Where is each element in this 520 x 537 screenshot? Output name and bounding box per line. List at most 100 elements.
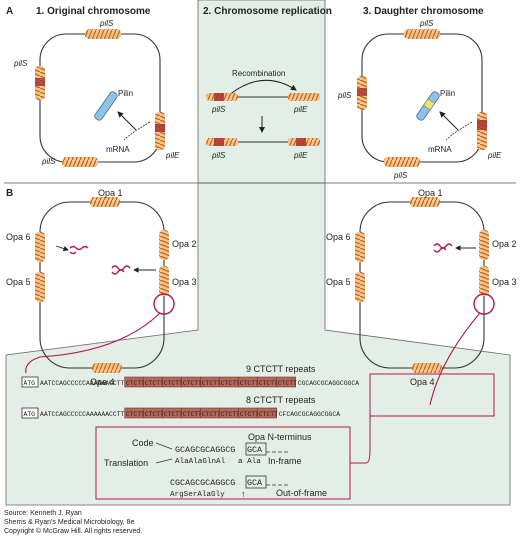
credit-copyright: Copyright © McGraw Hill. All rights rese… [4, 528, 143, 535]
pile-segment-before [288, 93, 320, 101]
label-opa4: Opa 4 [90, 377, 115, 387]
opa4-gene-2 [412, 363, 442, 373]
ctctt-repeat [257, 407, 278, 419]
panel-b-letter: B [6, 188, 13, 199]
atg-codon: ATG [24, 411, 36, 418]
label-pilin: Pilin [118, 89, 133, 98]
opa1-gene-2 [410, 197, 440, 207]
panel-a-letter: A [6, 6, 13, 17]
ctctt-repeat-label: CTCTT [202, 411, 221, 418]
label-opa2-2: Opa 2 [492, 239, 517, 249]
pils-gene-top [85, 29, 121, 39]
zoom-connector-left [25, 312, 161, 374]
ctctt-repeat-label: CTCTT [221, 411, 240, 418]
opa-chromosome-right: Opa 1 Opa 6 Opa 5 Opa 2 Opa 3 Opa 4 [326, 188, 517, 387]
label-opa6-2: Opa 6 [326, 232, 351, 242]
ctctt-repeat-label: CTCTT [183, 411, 202, 418]
label-opa5-2: Opa 5 [326, 277, 351, 287]
label-opa4-2: Opa 4 [410, 377, 435, 387]
outframe-code: CGCAGCGCAGGCG [170, 478, 235, 488]
label-8-repeats: 8 CTCTT repeats [246, 395, 316, 405]
zoom-circle-right [473, 293, 495, 315]
ctctt-repeat-label: CTCTT [145, 380, 164, 387]
inframe-code-box: GCA [247, 445, 263, 455]
ctctt-repeat-label: CTCTT [126, 380, 145, 387]
inframe-code: GCAGCGCAGGCG [175, 445, 235, 455]
label-pile: pilE [165, 151, 180, 160]
pilin-rod [94, 91, 118, 121]
label-pils-top-2: pilS [419, 19, 434, 28]
label-opa1-2: Opa 1 [418, 188, 443, 198]
credit-book: Sherris & Ryan's Medical Microbiology, 8… [4, 519, 135, 526]
ctctt-repeat-label: CTCTT [164, 380, 183, 387]
sequence-suffix: CFCAGCGCAGGCGGCA [279, 411, 341, 418]
replication-diagram: Recombination pilS pilE pilS pilE [206, 69, 320, 160]
label-opa3-2: Opa 3 [492, 277, 517, 287]
opa3-gene-2 [479, 266, 489, 296]
label-pile-2: pilE [487, 151, 502, 160]
inframe-translation: AlaAlaGlnAl [175, 458, 226, 466]
ctctt-repeat-label: CTCTT [126, 411, 145, 418]
inframe-label: In-frame [268, 456, 302, 466]
ctctt-repeat-label: CTCTT [278, 380, 297, 387]
label-pils-bottom-2: pilS [393, 171, 408, 180]
opa2-gene [159, 230, 169, 260]
title-original-chromosome: 1. Original chromosome [36, 6, 151, 17]
pile-gene-2 [477, 112, 487, 150]
zoom-panel [5, 182, 511, 506]
opa5-gene-2 [355, 272, 365, 302]
opa-protein-left-1 [69, 245, 89, 255]
atg-codon: ATG [24, 380, 36, 387]
label-opa6: Opa 6 [6, 232, 31, 242]
inframe-translation-box: a Ala [238, 458, 261, 466]
label-opa2: Opa 2 [172, 239, 197, 249]
ctctt-repeat-label: CTCTT [259, 380, 278, 387]
opa3-gene [159, 266, 169, 296]
ctctt-repeat-label: CTCTT [221, 380, 240, 387]
outframe-translation: ArgSerAlaGly [170, 491, 225, 499]
opa2-gene-2 [479, 230, 489, 260]
daughter-chromosome: pilS pilS pilS pilE Pilin mRNA [337, 19, 502, 180]
sequence-suffix: CGCAGCGCAGGCGGCA [298, 380, 360, 387]
zoom-connector-right [429, 312, 481, 406]
label-pile-rep1: pilE [293, 105, 308, 114]
label-pils-rep1: pilS [211, 105, 226, 114]
label-opa3: Opa 3 [172, 277, 197, 287]
label-opa5: Opa 5 [6, 277, 31, 287]
label-pile-rep2: pilE [293, 151, 308, 160]
ctctt-repeat-label: CTCTT [183, 380, 202, 387]
sequence-prefix: AATCCAGCCCCCAAAAAACCTT [40, 411, 125, 418]
label-pilin-2: Pilin [440, 89, 455, 98]
opa-chromosome-left: Opa 1 Opa 6 Opa 5 Opa 2 Opa 3 Opa 4 [6, 188, 197, 387]
frame-detail: Code Translation Opa N-terminus GCAGCGCA… [104, 432, 327, 499]
translation-label: Translation [104, 458, 148, 468]
ctctt-repeat [276, 376, 297, 388]
label-pils-bottom: pilS [41, 157, 56, 166]
label-opa1: Opa 1 [98, 188, 123, 198]
opa-protein-left-2 [111, 265, 131, 275]
opa-n-terminus-label: Opa N-terminus [248, 432, 312, 442]
opa6-gene [35, 232, 45, 262]
label-pils-top: pilS [99, 19, 114, 28]
atg-box [21, 376, 39, 388]
label-pils-left-2: pilS [337, 91, 352, 100]
opa1-gene [90, 197, 120, 207]
outframe-code-box: GCA [247, 478, 263, 488]
pils-gene-top-2 [404, 29, 440, 39]
zoom-circle-left [153, 293, 175, 315]
downstream-box [369, 373, 495, 417]
ctctt-repeat-label: CTCTT [240, 411, 259, 418]
opa5-gene [35, 272, 45, 302]
ctctt-repeat-label: CTCTT [259, 411, 278, 418]
label-mrna: mRNA [106, 145, 130, 154]
pils-gene-bottom-2 [384, 157, 420, 167]
atg-box [21, 407, 39, 419]
ctctt-repeat-label: CTCTT [145, 411, 164, 418]
frame-box-connector [350, 416, 371, 464]
label-pils-left: pilS [13, 59, 28, 68]
credit-source: Source: Kenneth J. Ryan [4, 510, 82, 517]
outframe-label: Out-of-frame [276, 488, 327, 498]
ctctt-repeat-label: CTCTT [240, 380, 259, 387]
